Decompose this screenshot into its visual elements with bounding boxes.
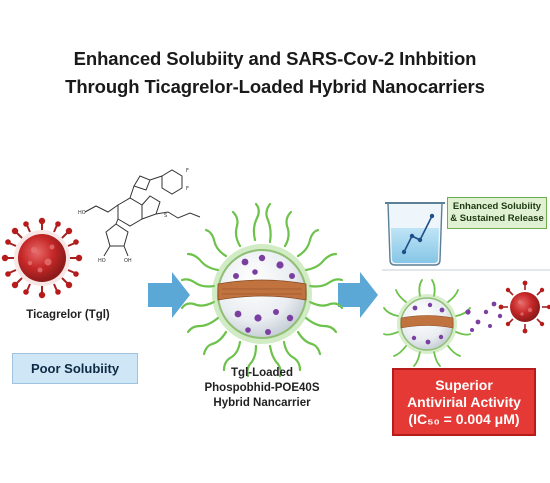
- svg-text:S: S: [164, 213, 167, 219]
- nanocarrier-label: Tgl-Loaded Phospobhid-POE40S Hybrid Nanc…: [182, 366, 342, 411]
- arrow-right-2: [338, 272, 378, 318]
- title-line-1: Enhanced Solubiity and SARS-Cov-2 Inhbit…: [73, 48, 477, 69]
- nanocarrier-label-line-1: Tgl-Loaded: [231, 367, 293, 379]
- released-drug-particles: [465, 301, 503, 332]
- poor-solubility-label: Poor Solubiity: [30, 361, 120, 376]
- antiviral-activity-line-2: Antivirial Activity: [407, 393, 521, 410]
- poor-solubility-box: Poor Solubiity: [12, 353, 138, 384]
- virus-icon-right: [498, 280, 550, 334]
- arrow-right-1: [148, 272, 190, 318]
- svg-text:HO: HO: [78, 210, 86, 216]
- enhanced-solubility-line-2: & Sustained Release: [450, 213, 544, 224]
- svg-text:HO: HO: [98, 258, 106, 264]
- beaker-icon: [385, 202, 445, 266]
- hybrid-nanocarrier-icon: [180, 202, 344, 378]
- enhanced-solubility-box: Enhanced Solubiity & Sustained Release: [447, 197, 547, 229]
- small-nanocarrier-icon: [383, 279, 471, 367]
- nanocarrier-label-line-2: Phospobhid-POE40S: [204, 382, 320, 394]
- antiviral-activity-line-3: (IC₅₀ = 0.004 μM): [408, 410, 520, 427]
- molecule-atom-labels: HO F F HO OH S: [78, 168, 189, 264]
- ticagrelor-label: Ticagrelor (Tgl): [26, 309, 110, 321]
- antiviral-activity-box: Superior Antivirial Activity (IC₅₀ = 0.0…: [392, 368, 536, 436]
- svg-text:F: F: [186, 186, 189, 192]
- antiviral-activity-line-1: Superior: [435, 376, 493, 393]
- svg-text:OH: OH: [124, 258, 132, 264]
- virus-icon-left: [1, 217, 83, 299]
- title-line-2: Through Ticagrelor-Loaded Hybrid Nanocar…: [65, 76, 485, 97]
- svg-text:F: F: [186, 168, 189, 174]
- nanocarrier-label-line-3: Hybrid Nancarrier: [213, 397, 311, 409]
- ticagrelor-structure-icon: [84, 169, 201, 257]
- enhanced-solubility-line-1: Enhanced Solubiity: [452, 200, 542, 212]
